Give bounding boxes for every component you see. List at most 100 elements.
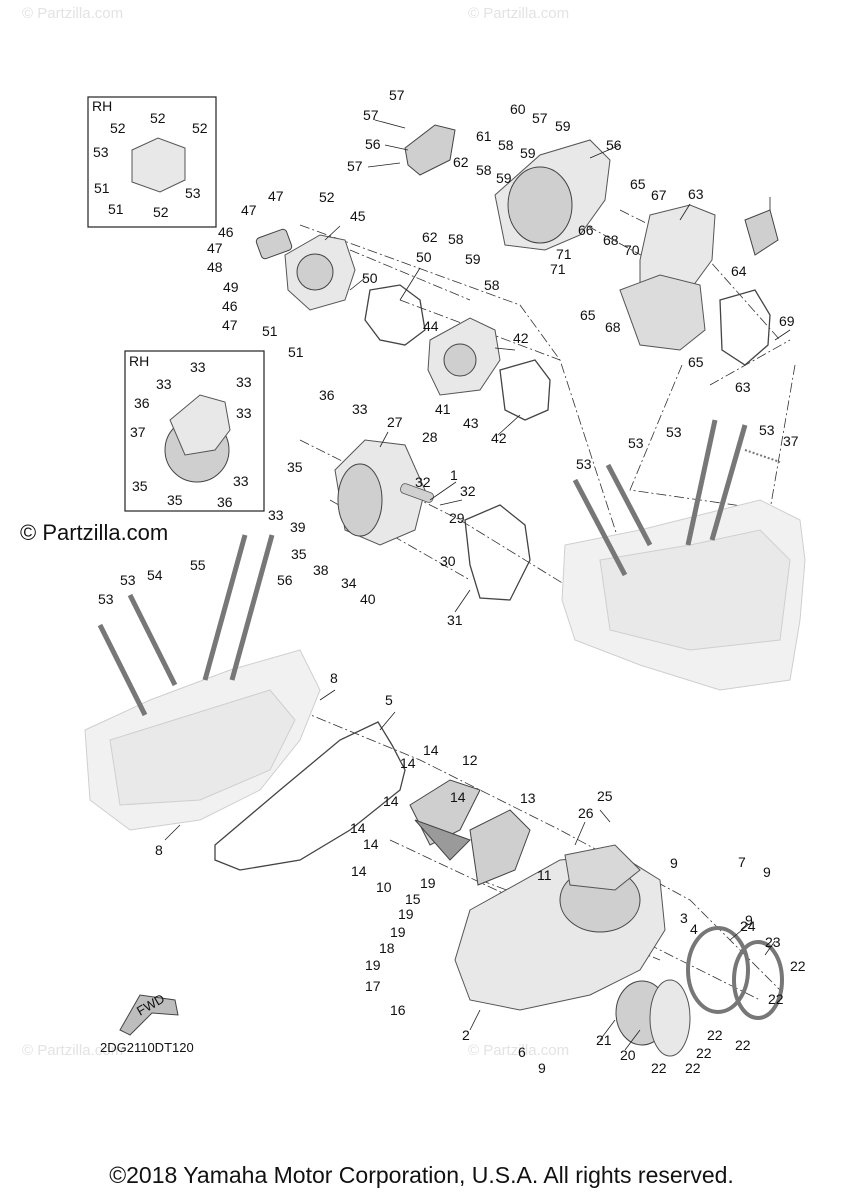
callout: 6 <box>518 1044 526 1060</box>
callout: 26 <box>578 805 594 821</box>
callout: 58 <box>498 137 514 153</box>
diagram-code: 2DG2110DT120 <box>100 1040 194 1055</box>
callout: 36 <box>134 395 150 411</box>
callout: 35 <box>167 492 183 508</box>
callout: 22 <box>651 1060 667 1076</box>
callout: 9 <box>763 864 771 880</box>
callout: 5 <box>385 692 393 708</box>
callout: 54 <box>147 567 163 583</box>
callout: 9 <box>538 1060 546 1076</box>
callout: 58 <box>476 162 492 178</box>
callout: 63 <box>688 186 704 202</box>
callout: 4 <box>690 921 698 937</box>
callout: 19 <box>420 875 436 891</box>
callout: 70 <box>624 242 640 258</box>
callout: 22 <box>685 1060 701 1076</box>
callout: 32 <box>415 474 431 490</box>
callout: 33 <box>233 473 249 489</box>
gasket-41 <box>499 359 551 421</box>
callout: 33 <box>156 376 172 392</box>
callout: 47 <box>207 240 223 256</box>
callout: 42 <box>513 330 529 346</box>
callout: 48 <box>207 259 223 275</box>
callout: 51 <box>94 180 110 196</box>
gasket-49 <box>364 284 426 346</box>
callout: 20 <box>620 1047 636 1063</box>
inset-label-top: RH <box>92 98 112 114</box>
callout: 56 <box>277 572 293 588</box>
callout: 71 <box>556 246 572 262</box>
callout-labels: 1 2 3 4 5 6 7 8 8 9 9 9 9 10 11 12 13 14… <box>93 87 806 1076</box>
gasket-31 <box>464 504 531 601</box>
cover-54 <box>404 124 611 251</box>
inset-box-top: RH <box>87 96 217 228</box>
callout: 51 <box>108 201 124 217</box>
callout: 33 <box>236 374 252 390</box>
callout: 65 <box>630 176 646 192</box>
callout: 53 <box>120 572 136 588</box>
callout: 59 <box>555 118 571 134</box>
callout: 57 <box>347 158 363 174</box>
watermark-bottom-left: © Partzilla.com <box>22 1042 123 1059</box>
gasket-5 <box>214 721 406 871</box>
callout: 65 <box>688 354 704 370</box>
callout: 37 <box>130 424 146 440</box>
inset-label-mid: RH <box>129 353 149 369</box>
callout: 22 <box>707 1027 723 1043</box>
callout: 31 <box>447 612 463 628</box>
callout: 64 <box>731 263 747 279</box>
callout: 29 <box>449 510 465 526</box>
callout: 46 <box>218 224 234 240</box>
callout: 15 <box>405 891 421 907</box>
callout: 46 <box>222 298 238 314</box>
callout: 53 <box>98 591 114 607</box>
callout: 30 <box>440 553 456 569</box>
crankcase-left <box>84 649 321 831</box>
callout: 35 <box>291 546 307 562</box>
callout: 10 <box>376 879 392 895</box>
callout: 49 <box>223 279 239 295</box>
callout: 14 <box>450 789 466 805</box>
studs <box>97 419 781 717</box>
callout: 65 <box>580 307 596 323</box>
callout: 1 <box>450 467 458 483</box>
callout: 25 <box>597 788 613 804</box>
callout: 22 <box>790 958 806 974</box>
callout: 9 <box>745 912 753 928</box>
callout: 36 <box>217 494 233 510</box>
fwd-arrow: FWD <box>119 991 179 1036</box>
callout: 52 <box>153 204 169 220</box>
callout: 14 <box>400 755 416 771</box>
callout: 3 <box>680 910 688 926</box>
callout: 43 <box>463 415 479 431</box>
callout: 53 <box>93 144 109 160</box>
callout: 51 <box>288 344 304 360</box>
callout: 47 <box>222 317 238 333</box>
callout: 52 <box>192 120 208 136</box>
callout: 35 <box>132 478 148 494</box>
callout: 47 <box>268 188 284 204</box>
callout: 53 <box>628 435 644 451</box>
callout: 41 <box>435 401 451 417</box>
callout: 62 <box>422 229 438 245</box>
cover-12-13 <box>409 779 531 886</box>
callout: 37 <box>783 433 799 449</box>
callout: 38 <box>313 562 329 578</box>
callout: 22 <box>768 991 784 1007</box>
callout: 63 <box>735 379 751 395</box>
callout: 59 <box>496 170 512 186</box>
callout: 7 <box>738 854 746 870</box>
callout: 66 <box>578 222 594 238</box>
callout: 60 <box>510 101 526 117</box>
callout: 36 <box>319 387 335 403</box>
callout: 32 <box>460 483 476 499</box>
callout: 28 <box>422 429 438 445</box>
callout: 62 <box>453 154 469 170</box>
brand-watermark: © Partzilla.com <box>20 520 168 545</box>
callout: 58 <box>484 277 500 293</box>
callout: 51 <box>262 323 278 339</box>
callout: 14 <box>363 836 379 852</box>
callout: 53 <box>576 456 592 472</box>
callout: 47 <box>241 202 257 218</box>
